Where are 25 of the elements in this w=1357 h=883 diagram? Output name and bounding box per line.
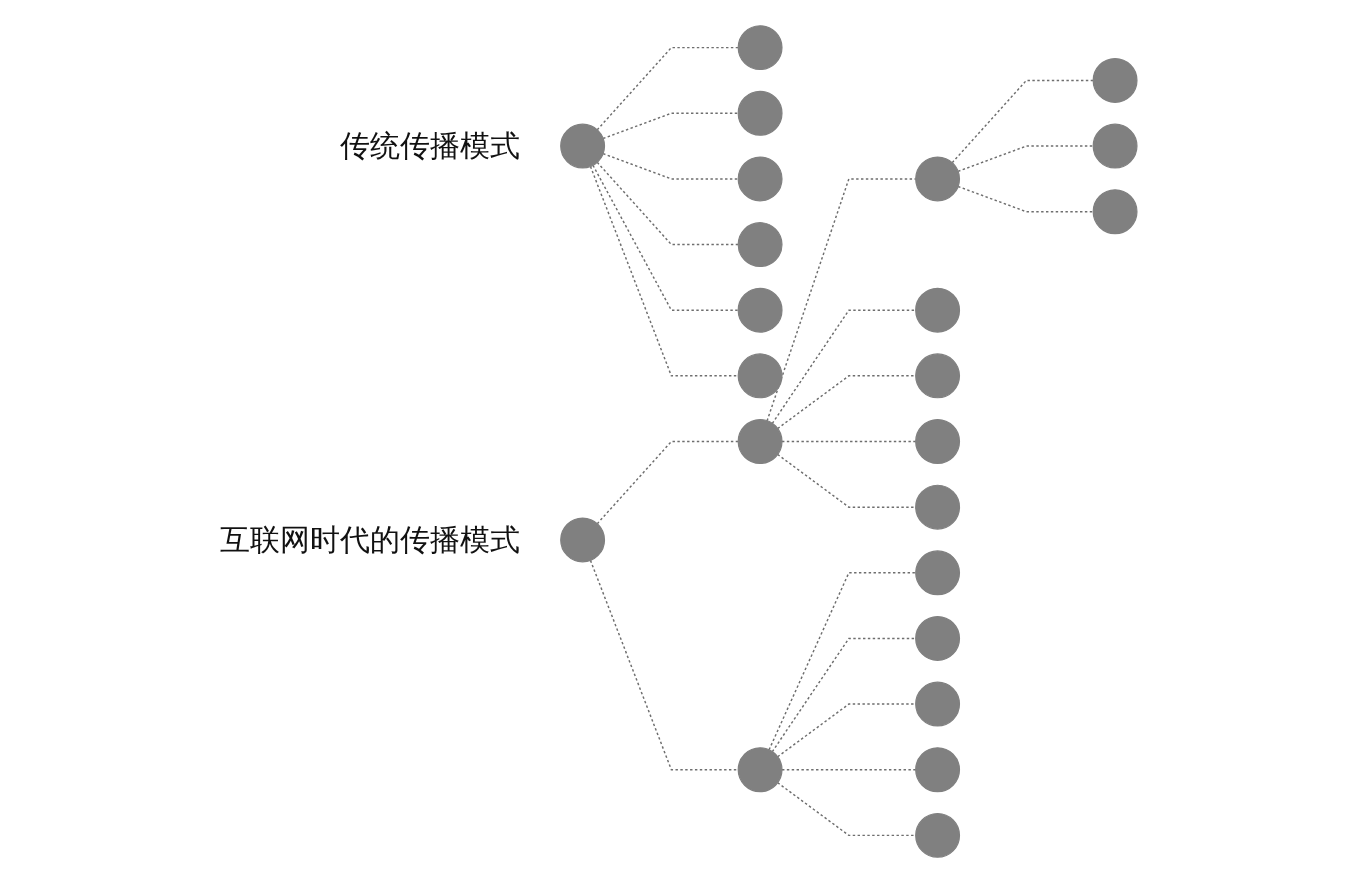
- node-circle: [737, 353, 783, 399]
- diagram-label: 互联网时代的传播模式: [220, 521, 521, 558]
- node-circle: [559, 123, 605, 169]
- node-circle: [737, 747, 783, 793]
- node-circle: [737, 222, 783, 268]
- node-circle: [914, 681, 960, 727]
- node-circle: [737, 25, 783, 71]
- diagram-label: 传统传播模式: [340, 128, 521, 165]
- node-circle: [1092, 57, 1138, 103]
- node-circle: [737, 419, 783, 464]
- node-circle: [914, 747, 960, 793]
- node-circle: [737, 90, 783, 136]
- node-circle: [914, 615, 960, 661]
- node-circle: [914, 287, 960, 333]
- node-circle: [1092, 189, 1138, 235]
- node-circle: [737, 156, 783, 202]
- node-circle: [914, 419, 960, 464]
- node-circle: [914, 812, 960, 858]
- node-circle: [1092, 123, 1138, 169]
- node-circle: [737, 287, 783, 333]
- node-circle: [914, 550, 960, 596]
- node-circle: [914, 156, 960, 202]
- node-circle: [914, 353, 960, 399]
- node-circle: [914, 484, 960, 530]
- node-circle: [559, 517, 605, 563]
